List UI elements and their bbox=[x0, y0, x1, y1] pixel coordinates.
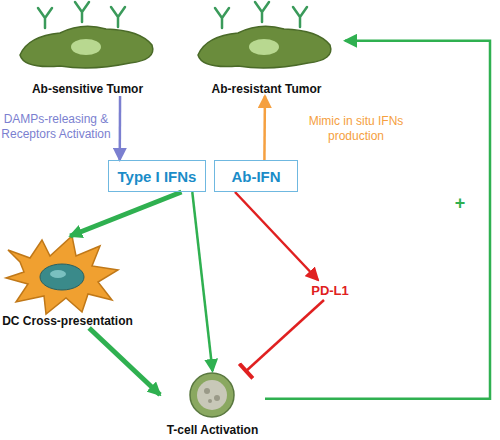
arrow-connector bbox=[70, 192, 181, 236]
node-text: PD-L1 bbox=[311, 283, 349, 298]
tumor-node: Ab-sensitive Tumor bbox=[10, 4, 165, 96]
node-text: Ab-IFN bbox=[231, 168, 280, 185]
node-text: Ab-sensitive Tumor bbox=[32, 82, 143, 96]
node-text: T-cell Activation bbox=[167, 423, 259, 437]
cell-node: T-cell Activation bbox=[160, 371, 265, 437]
arrow-connector bbox=[119, 96, 122, 160]
arrow-connector bbox=[89, 328, 160, 395]
antibody-symbol bbox=[38, 2, 307, 28]
arrow-connector bbox=[263, 96, 266, 160]
t-cell bbox=[190, 373, 234, 417]
cell-node: DC Cross-presentation bbox=[0, 236, 135, 328]
node-text: DC Cross-presentation bbox=[2, 314, 133, 328]
dendritic-cell bbox=[6, 236, 118, 314]
process-box: Type I IFNs bbox=[108, 160, 206, 192]
tumor-cell bbox=[20, 26, 153, 68]
node-text: Type I IFNs bbox=[118, 168, 197, 185]
inhibition-connector bbox=[246, 300, 324, 371]
process-box: Ab-IFN bbox=[214, 160, 298, 192]
tumor-cell bbox=[198, 26, 331, 68]
edge-label: + bbox=[448, 196, 472, 211]
edge-label: DAMPs-releasing & Receptors Activation bbox=[0, 112, 112, 142]
molecule-label: PD-L1 bbox=[300, 280, 360, 300]
node-text: Ab-resistant Tumor bbox=[212, 82, 322, 96]
tumor-node: Ab-resistant Tumor bbox=[188, 4, 345, 96]
edge-label: Mimic in situ IFNs production bbox=[286, 114, 426, 144]
arrow-connector bbox=[192, 192, 212, 371]
arrow-connector bbox=[235, 192, 318, 280]
